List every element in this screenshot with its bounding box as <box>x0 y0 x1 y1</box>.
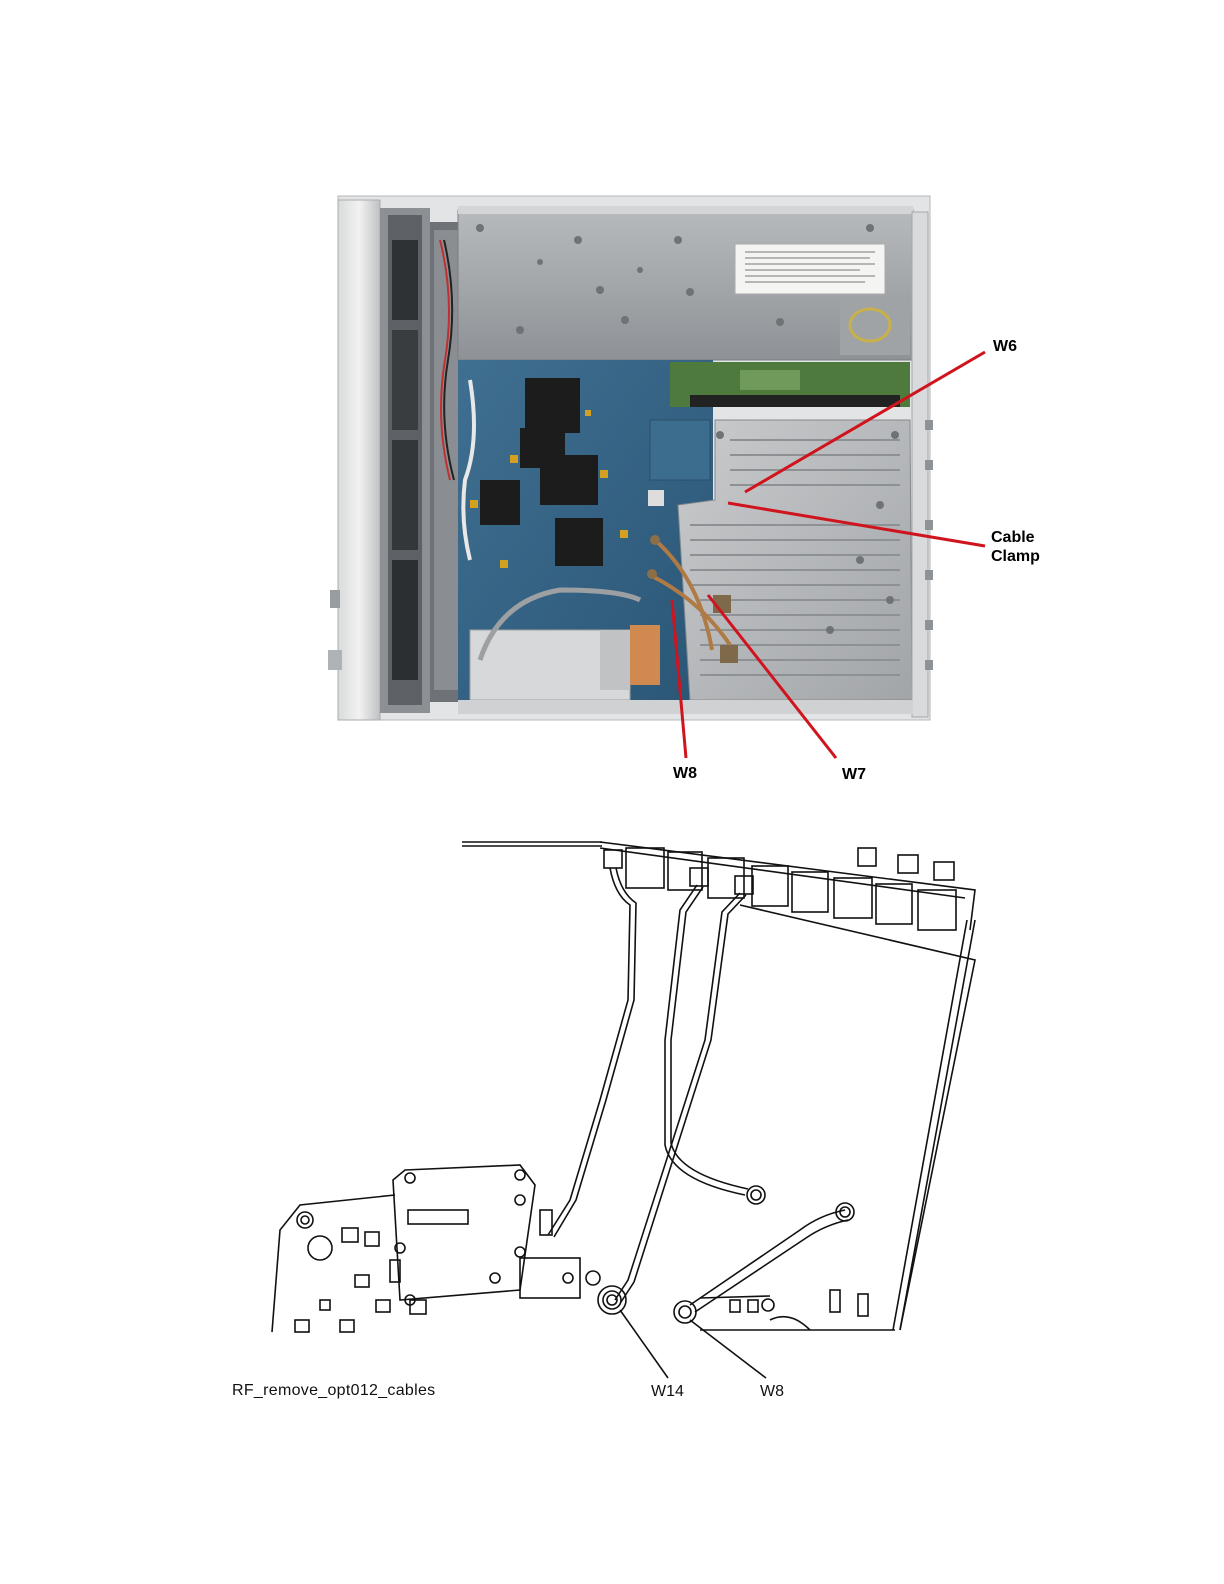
label-w6: W6 <box>993 337 1017 356</box>
label-cable-clamp: Cable Clamp <box>991 528 1040 566</box>
label-w8-drawing: W8 <box>760 1383 784 1401</box>
label-cable-clamp-line1: Cable <box>991 528 1040 547</box>
label-w7: W7 <box>842 765 866 784</box>
instrument-photo-graphic <box>0 0 1224 800</box>
label-w8-photo: W8 <box>673 764 697 783</box>
figure-caption: RF_remove_opt012_cables <box>232 1382 435 1400</box>
instrument-photo <box>0 0 1224 800</box>
label-w14: W14 <box>651 1383 684 1401</box>
cable-line-drawing <box>0 820 1224 1380</box>
label-cable-clamp-line2: Clamp <box>991 547 1040 566</box>
cable-line-drawing-graphic <box>0 820 1224 1380</box>
